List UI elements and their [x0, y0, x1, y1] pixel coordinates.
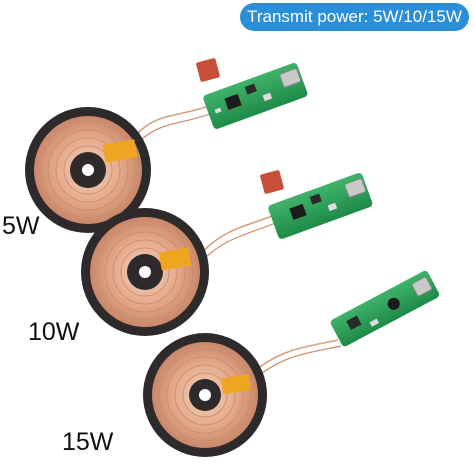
coil-module-15w	[143, 270, 440, 457]
label-10w: 10W	[28, 318, 80, 346]
label-5w: 5W	[2, 212, 40, 240]
coil-module-5w	[25, 58, 308, 233]
label-15w: 15W	[62, 428, 114, 456]
capacitor-10w	[260, 170, 284, 194]
pcb-board-10w	[268, 173, 373, 239]
transmit-power-banner: Transmit power: 5W/10/15W	[240, 3, 469, 31]
pcb-board-15w	[330, 270, 440, 347]
capacitor-5w	[196, 58, 220, 82]
coil-module-10w	[81, 170, 373, 336]
pcb-board-5w	[203, 63, 308, 129]
